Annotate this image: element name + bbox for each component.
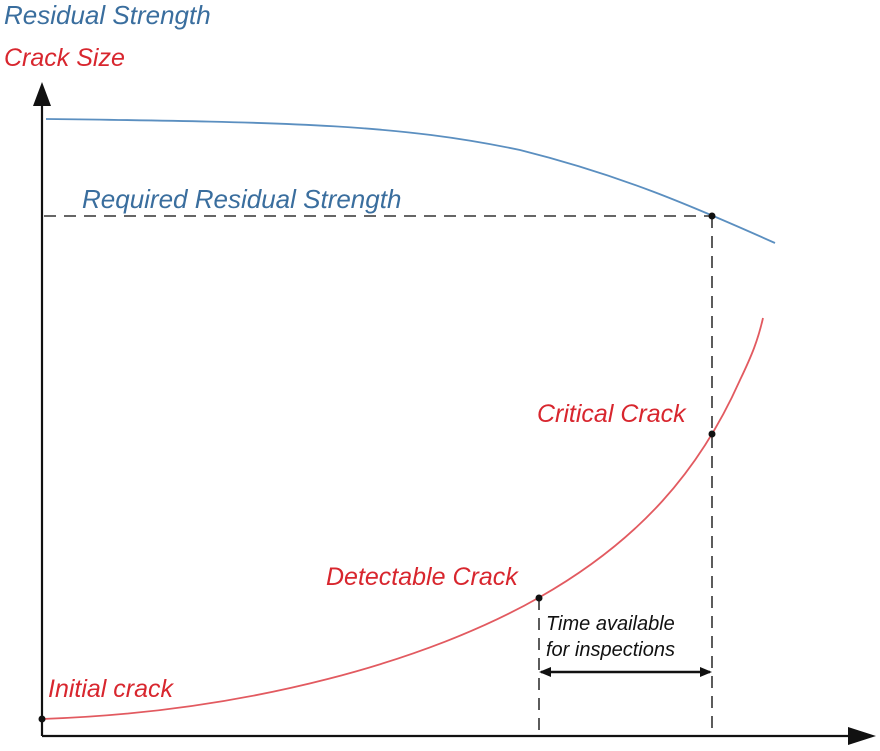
detectable-crack-point (535, 594, 543, 602)
critical-crack-label: Critical Crack (537, 400, 687, 428)
x-axis-arrowhead (848, 727, 876, 745)
y-axis-arrowhead (33, 82, 51, 106)
crack-growth-curve (41, 317, 764, 720)
residual-strength-curve (45, 118, 776, 244)
critical-crack-point (708, 430, 716, 438)
crack-size-axis-label: Crack Size (4, 44, 125, 72)
detectable-crack-label: Detectable Crack (326, 563, 519, 591)
initial-crack-label: Initial crack (48, 675, 175, 703)
interval-label-line1: Time available (546, 613, 675, 635)
interval-label-line2: for inspections (546, 639, 675, 661)
required-strength-point (708, 212, 716, 220)
residual-strength-axis-label: Residual Strength (4, 0, 211, 30)
required-strength-label: Required Residual Strength (82, 184, 401, 214)
initial-crack-point (38, 715, 46, 723)
